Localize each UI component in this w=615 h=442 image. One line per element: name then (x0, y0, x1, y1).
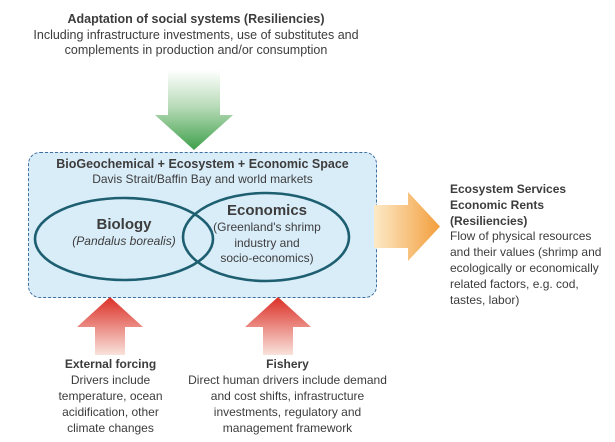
space-box (28, 152, 377, 298)
venn-ellipses (33, 191, 351, 283)
fishery-note: Fishery Direct human drivers include dem… (180, 356, 395, 436)
external-forcing-note: External forcing Drivers include tempera… (28, 356, 193, 436)
biology-label: Biology (Pandalus borealis) (44, 216, 204, 249)
economics-line: industry and (234, 235, 300, 250)
economics-line: socio-economics) (220, 251, 314, 265)
external-forcing-line: Drivers include (70, 373, 151, 387)
biology-subtitle: (Pandalus borealis) (72, 234, 176, 248)
external-forcing-arrow-up-icon (77, 297, 143, 355)
economics-line: (Greenland's shrimp (213, 220, 321, 234)
adaptation-arrow-down-icon (155, 70, 233, 150)
fishery-line: and cost shifts, infrastructure (210, 389, 365, 403)
fishery-line: investments, regulatory and (213, 405, 362, 419)
ecosystem-services-title-line: Ecosystem Services (450, 182, 567, 196)
ecosystem-services-line: ecologically or economically (450, 260, 599, 275)
adaptation-line: complements in production and/or consump… (64, 43, 328, 57)
fishery-arrow-up-icon (245, 297, 311, 355)
external-forcing-title: External forcing (64, 357, 157, 371)
fishery-line: Direct human drivers include demand (188, 373, 387, 387)
economics-ellipse (181, 191, 351, 283)
ecosystem-services-note: Ecosystem Services Economic Rents (Resil… (450, 182, 615, 308)
external-forcing-line: climate changes (67, 421, 154, 435)
ecosystem-services-line: related factors, e.g. cod, (450, 276, 579, 291)
space-box-subtitle: Davis Strait/Baffin Bay and world market… (92, 172, 313, 186)
adaptation-title: Adaptation of social systems (Resilienci… (67, 12, 325, 26)
fishery-title: Fishery (266, 357, 309, 371)
ecosystem-services-line: tastes, labor) (450, 292, 520, 307)
biology-ellipse (33, 196, 215, 282)
ecosystem-services-title-line: Economic Rents (450, 197, 545, 212)
economics-label: Economics (Greenland's shrimp industry a… (187, 201, 347, 267)
ecosystem-services-title-line: (Resiliencies) (450, 213, 528, 228)
ecosystem-services-line: Flow of physical resources (450, 229, 592, 244)
external-forcing-line: temperature, ocean (58, 389, 163, 403)
biology-title: Biology (96, 216, 152, 233)
adaptation-line: Including infrastructure investments, us… (33, 27, 359, 42)
external-forcing-line: acidification, other (62, 405, 159, 419)
economics-title: Economics (226, 202, 308, 219)
space-box-title: BioGeochemical + Ecosystem + Economic Sp… (38, 157, 367, 187)
fishery-line: management framework (222, 421, 353, 435)
space-box-title-line: BioGeochemical + Ecosystem + Economic Sp… (56, 157, 349, 171)
ecosystem-services-arrow-right-icon (374, 192, 440, 261)
ecosystem-services-line: and their values (shrimp and (450, 245, 602, 260)
adaptation-note: Adaptation of social systems (Resilienci… (15, 12, 377, 59)
